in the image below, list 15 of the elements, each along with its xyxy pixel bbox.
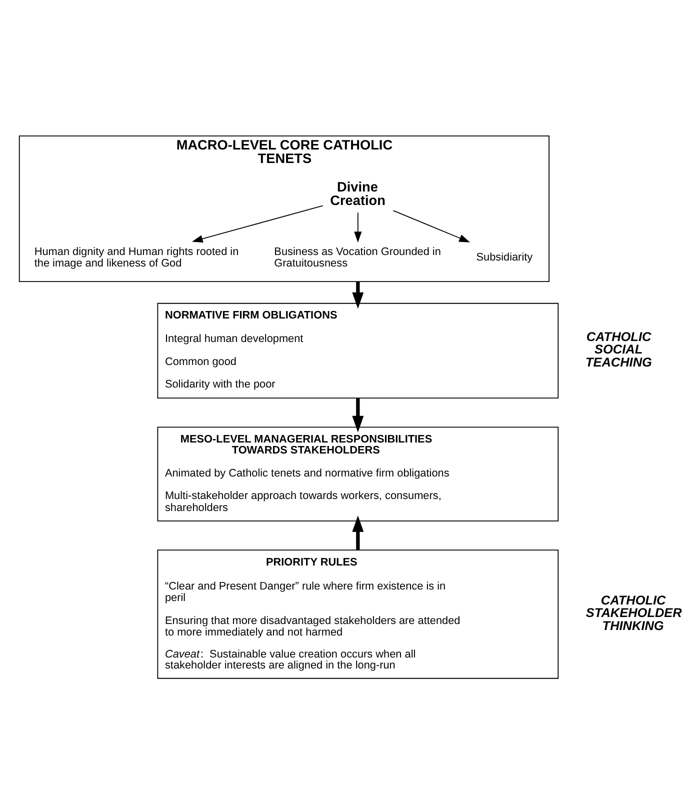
label: CATHOLIC STAKEHOLDER THINKING <box>586 592 682 632</box>
arrow <box>392 210 470 242</box>
node-box: NORMATIVE FIRM OBLIGATIONS Integral human development Common good Solidarity with the poor <box>157 302 559 398</box>
label: CATHOLIC SOCIAL TEACHING <box>585 328 652 369</box>
arrow <box>352 515 364 550</box>
node-text: Business as Vocation Grounded in Gratuitousness <box>274 245 441 270</box>
arrow <box>354 212 362 242</box>
node-text: Subsidiarity <box>476 251 533 264</box>
node-text: Divine Creation <box>330 178 386 208</box>
arrow <box>352 281 364 308</box>
arrow <box>352 398 364 432</box>
node-text: Human dignity and Human rights rooted in the image and likeness of God <box>34 245 239 270</box>
node-box: MESO-LEVEL MANAGERIAL RESPONSIBILITIES TOWARDS STAKEHOLDERS Animated by Catholic tenets and normative firm obligations Multi-stakeholder approach towards workers, consumers, shareholders <box>157 426 559 521</box>
node-box: PRIORITY RULES “Clear and Present Danger” rule where firm existence is in peril Ensuring that more disadvantaged stakeholders are attended to more immediately and not harmed Caveat: Sustainable value creation occurs when all stakeholder interests are aligned in the long-run <box>157 549 559 678</box>
arrow <box>192 204 324 242</box>
